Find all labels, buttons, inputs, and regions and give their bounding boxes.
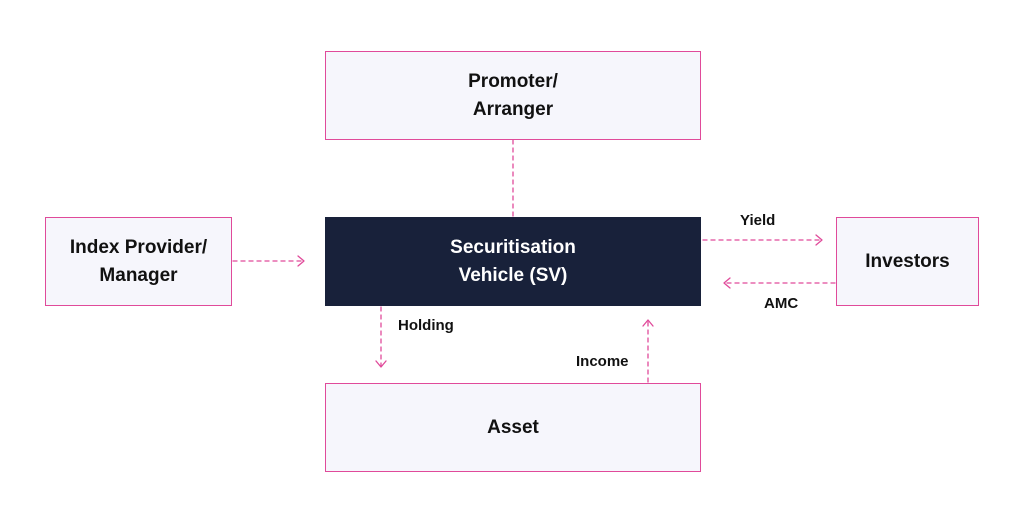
index-to-sv-arrowhead — [297, 255, 305, 267]
amc-label: AMC — [764, 295, 799, 312]
income-arrowhead — [642, 319, 654, 327]
index-provider-manager-box: Index Provider/ Manager — [45, 217, 232, 306]
asset-label: Asset — [487, 416, 539, 438]
asset-box: Asset — [325, 383, 701, 472]
yield-arrowhead — [815, 234, 823, 246]
promoter-arranger-label: Promoter/ Arranger — [468, 70, 558, 120]
investors-label: Investors — [865, 250, 950, 272]
securitisation-vehicle-label: Securitisation Vehicle (SV) — [450, 236, 576, 286]
index-provider-manager-label: Index Provider/ Manager — [69, 236, 208, 286]
holding-arrowhead — [375, 360, 387, 368]
promoter-arranger-box: Promoter/ Arranger — [325, 51, 701, 140]
holding-label: Holding — [398, 317, 454, 334]
securitisation-vehicle-box: Securitisation Vehicle (SV) — [325, 217, 701, 306]
yield-label: Yield — [740, 212, 776, 229]
amc-arrowhead — [723, 277, 731, 289]
income-label: Income — [576, 353, 629, 370]
investors-box: Investors — [836, 217, 979, 306]
